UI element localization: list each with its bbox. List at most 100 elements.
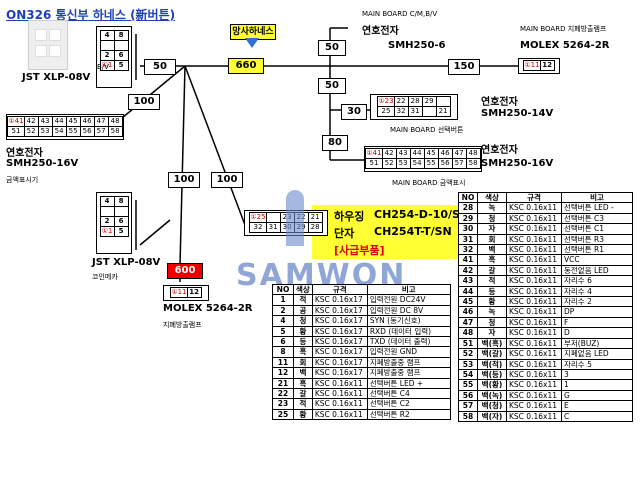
length-660: 660	[228, 58, 264, 74]
smh16l-model: SMH250-16V	[6, 158, 79, 169]
cell-color: 자	[477, 327, 507, 339]
cell-color: 청	[477, 212, 507, 225]
molex-bottom-model: MOLEX 5264-2R	[163, 303, 253, 314]
jst-top-name: JST XLP-08V	[22, 72, 91, 83]
smh14-model: SMH250-14V	[481, 108, 554, 119]
ch254-housing-label: 하우징	[334, 210, 365, 223]
cell-color: 공	[293, 304, 313, 317]
watermark-logo-icon	[286, 190, 304, 246]
molex-top-board: MAIN BOARD 지폐방출램프	[520, 25, 607, 33]
cell-spec: KSC 0.16x11	[506, 400, 562, 412]
cell-spec: KSC 0.16x11	[506, 410, 562, 422]
cell-note: 선택버튼 C2	[366, 398, 451, 410]
cell-color: 황	[293, 408, 313, 421]
jst-coin-sub: 코인메카	[92, 273, 118, 281]
cell-no: 28	[458, 202, 478, 214]
cell-spec: KSC 0.16x11	[506, 306, 562, 318]
cell-spec: KSC 0.16x17	[311, 304, 368, 317]
cell-spec: KSC 0.16x11	[506, 233, 562, 246]
smh6-brand: 연호전자	[362, 26, 399, 37]
smh6-model: SMH250-6	[388, 40, 446, 51]
cell-spec: KSC 0.16x11	[506, 296, 562, 308]
cell-color: 흑	[293, 346, 313, 358]
cell-spec: KSC 0.16x11	[506, 212, 562, 225]
cell-color: 백	[477, 244, 507, 256]
cell-note: 선택버튼 R2	[366, 408, 451, 421]
cell-note: 선택버튼 R3	[561, 233, 633, 246]
cell-spec: KSC 0.16x11	[311, 377, 368, 390]
cell-spec: KSC 0.16x11	[311, 388, 368, 400]
ch254-housing-model: CH254-D-10/SN	[374, 208, 470, 221]
smh16r-model: SMH250-16V	[481, 158, 554, 169]
cell-spec: KSC 0.16x11	[506, 244, 562, 256]
cell-note: 선택버튼 LED -	[561, 202, 633, 214]
cell-no: 56	[458, 389, 478, 402]
cell-spec: KSC 0.16x11	[506, 368, 562, 381]
length-30: 30	[341, 104, 367, 120]
cell-no: 51	[458, 337, 478, 350]
cell-spec: KSC 0.16x11	[311, 398, 368, 410]
cell-no: 23	[272, 398, 294, 410]
cell-color: 흑	[477, 254, 507, 266]
cell-note: 자리수 5	[561, 358, 633, 370]
cell-color: 적	[293, 294, 313, 306]
cell-spec: KSC 0.16x11	[506, 275, 562, 287]
jst-connector-photo	[28, 20, 68, 70]
cell-no: 44	[458, 285, 478, 298]
cell-note: 지폐방출중 램프	[366, 356, 451, 369]
cell-no: 53	[458, 358, 478, 370]
ch254-terminal-label: 단자	[334, 227, 355, 240]
cell-spec: KSC 0.16x17	[311, 325, 368, 338]
cell-note: G	[561, 389, 633, 402]
cell-no: 48	[458, 327, 478, 339]
cell-color: 등	[293, 336, 313, 348]
cell-no: 4	[272, 315, 294, 327]
cell-note: 입력전원 GND	[366, 346, 451, 358]
cell-no: 31	[458, 233, 478, 246]
length-50b: 50	[318, 40, 346, 56]
cell-color: 갈	[293, 388, 313, 400]
smh16l-brand: 연호전자	[6, 148, 43, 159]
cell-spec: KSC 0.16x11	[506, 348, 562, 360]
cell-no: 43	[458, 275, 478, 287]
length-100a: 100	[128, 94, 160, 110]
cell-color: 황	[477, 296, 507, 308]
smh14-board: MAIN BOARD 선택버튼	[390, 126, 464, 134]
cell-note: 자리수 2	[561, 296, 633, 308]
cell-no: 58	[458, 410, 478, 422]
cell-spec: KSC 0.16x11	[506, 358, 562, 370]
cell-no: 25	[272, 408, 294, 421]
cell-color: 회	[293, 356, 313, 369]
cell-color: 백	[293, 367, 313, 379]
cell-color: 백(등)	[477, 368, 507, 381]
cell-color: 녹	[477, 202, 507, 214]
length-80: 80	[322, 135, 348, 151]
cell-note: TXD (데이터 출력)	[366, 336, 451, 348]
cell-spec: KSC 0.16x17	[311, 336, 368, 348]
cell-note: RXD (데이터 입력)	[366, 325, 451, 338]
cell-color: 청	[477, 316, 507, 329]
cell-spec: KSC 0.16x11	[506, 285, 562, 298]
molex-top-pinout: ①11 12	[518, 58, 560, 74]
